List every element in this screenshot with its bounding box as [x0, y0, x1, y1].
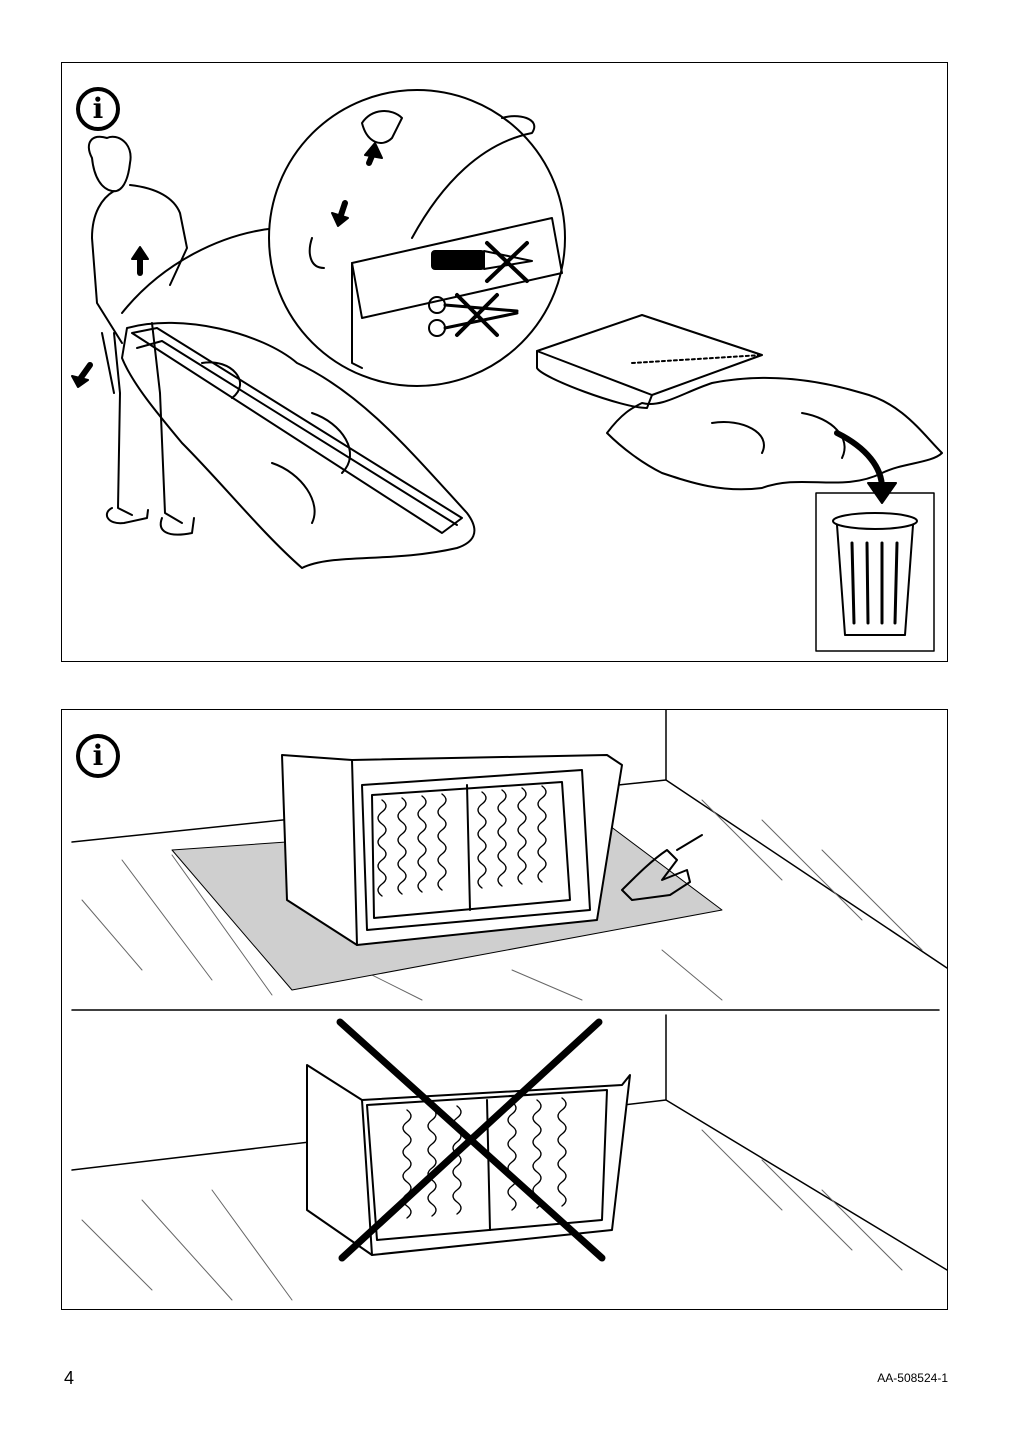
- magnified-detail: [121, 89, 566, 387]
- cross-out-icon: [336, 1018, 606, 1262]
- person-figure: [87, 135, 195, 536]
- page-number: 4: [64, 1368, 75, 1388]
- sofa-frame-incorrect: [306, 1064, 631, 1256]
- no-knife-icon: [431, 241, 533, 283]
- unwrap-illustration: [71, 89, 943, 652]
- wrapped-cushion: [121, 321, 476, 569]
- instruction-panel-unwrap: i: [61, 62, 948, 662]
- trash-bin-icon: [815, 492, 935, 652]
- sofa-frame-correct: [281, 754, 623, 946]
- instruction-panel-placement: i: [61, 709, 948, 1310]
- document-code: AA-508524-1: [877, 1371, 948, 1385]
- placement-illustration: [71, 709, 948, 1301]
- info-icon: i: [76, 734, 120, 778]
- seat-cushion: [536, 314, 943, 491]
- hand-touch-icon: [621, 834, 703, 901]
- no-scissors-icon: [428, 293, 519, 337]
- info-icon: i: [76, 87, 120, 131]
